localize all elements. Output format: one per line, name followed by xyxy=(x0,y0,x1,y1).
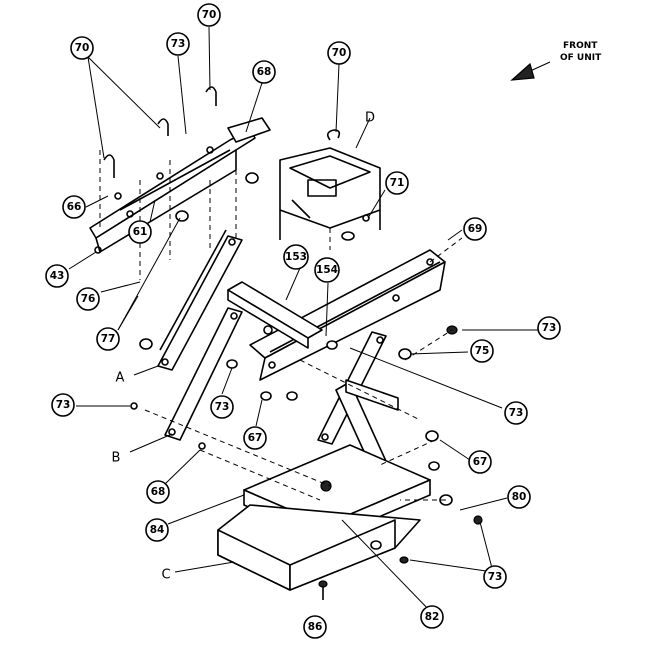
callout-84: 84 xyxy=(145,518,169,542)
callout-73: 73 xyxy=(51,393,75,417)
svg-text:154: 154 xyxy=(316,264,338,276)
callout-70: 70 xyxy=(197,3,221,27)
svg-text:68: 68 xyxy=(257,66,272,78)
callout-75: 75 xyxy=(470,339,494,363)
callout-154: 154 xyxy=(314,257,340,283)
callout-76: 76 xyxy=(76,287,100,311)
callouts: 70 73 70 68 70 66 61 71 69 43 76 153 154… xyxy=(45,3,561,639)
callout-73: 73 xyxy=(537,316,561,340)
rear-bracket-d xyxy=(279,129,381,250)
callout-82: 82 xyxy=(420,605,444,629)
svg-text:73: 73 xyxy=(171,38,186,50)
letter-c: C xyxy=(161,568,170,583)
letters: D A B C xyxy=(112,111,375,583)
svg-text:70: 70 xyxy=(202,9,217,21)
front-of-unit-indicator: FRONT OF UNIT xyxy=(510,41,602,81)
svg-text:43: 43 xyxy=(50,270,65,282)
svg-text:70: 70 xyxy=(75,42,90,54)
callout-73: 73 xyxy=(210,395,234,419)
svg-text:69: 69 xyxy=(468,223,483,235)
callout-69: 69 xyxy=(463,217,487,241)
callout-70: 70 xyxy=(327,41,351,65)
scissor-arm-b xyxy=(164,307,243,441)
svg-text:73: 73 xyxy=(542,322,557,334)
callout-73: 73 xyxy=(166,32,190,56)
fasteners xyxy=(130,172,483,600)
cross-bar-153 xyxy=(227,281,323,349)
svg-text:71: 71 xyxy=(390,177,405,189)
letter-a: A xyxy=(116,371,125,386)
callout-71: 71 xyxy=(385,171,409,195)
callout-43: 43 xyxy=(45,264,69,288)
letter-b: B xyxy=(112,451,121,466)
svg-text:153: 153 xyxy=(285,251,307,263)
right-scissor-arms xyxy=(317,331,399,479)
callout-67: 67 xyxy=(468,450,492,474)
svg-text:68: 68 xyxy=(151,486,166,498)
front-arrow-head-icon xyxy=(510,62,535,81)
leader-lines xyxy=(68,26,538,614)
bottom-pan-c xyxy=(217,504,421,591)
callout-68: 68 xyxy=(252,60,276,84)
svg-text:80: 80 xyxy=(512,491,527,503)
letter-d: D xyxy=(365,111,375,126)
svg-text:73: 73 xyxy=(509,407,524,419)
svg-text:73: 73 xyxy=(488,571,503,583)
callout-70: 70 xyxy=(70,36,94,60)
callout-73: 73 xyxy=(504,401,528,425)
svg-text:73: 73 xyxy=(56,399,71,411)
front-label-line2: OF UNIT xyxy=(560,53,602,63)
callout-73: 73 xyxy=(483,565,507,589)
callout-80: 80 xyxy=(507,485,531,509)
svg-text:67: 67 xyxy=(248,432,263,444)
svg-text:76: 76 xyxy=(81,293,96,305)
assembly-lines xyxy=(144,329,453,501)
callout-153: 153 xyxy=(283,244,309,270)
front-label-line1: FRONT xyxy=(563,41,598,51)
callout-61: 61 xyxy=(128,220,152,244)
svg-text:86: 86 xyxy=(308,621,323,633)
svg-text:66: 66 xyxy=(67,201,82,213)
scissor-arm-a xyxy=(157,229,243,371)
svg-text:70: 70 xyxy=(332,47,347,59)
callout-67: 67 xyxy=(243,426,267,450)
svg-text:77: 77 xyxy=(101,333,116,345)
svg-text:73: 73 xyxy=(215,401,230,413)
top-left-side-bracket xyxy=(89,86,271,280)
svg-text:75: 75 xyxy=(475,345,490,357)
svg-text:82: 82 xyxy=(425,611,440,623)
svg-text:67: 67 xyxy=(473,456,488,468)
callout-86: 86 xyxy=(303,615,327,639)
callout-77: 77 xyxy=(96,327,120,351)
svg-text:84: 84 xyxy=(150,524,165,536)
svg-text:61: 61 xyxy=(133,226,148,238)
callout-66: 66 xyxy=(62,195,86,219)
callout-68: 68 xyxy=(146,480,170,504)
